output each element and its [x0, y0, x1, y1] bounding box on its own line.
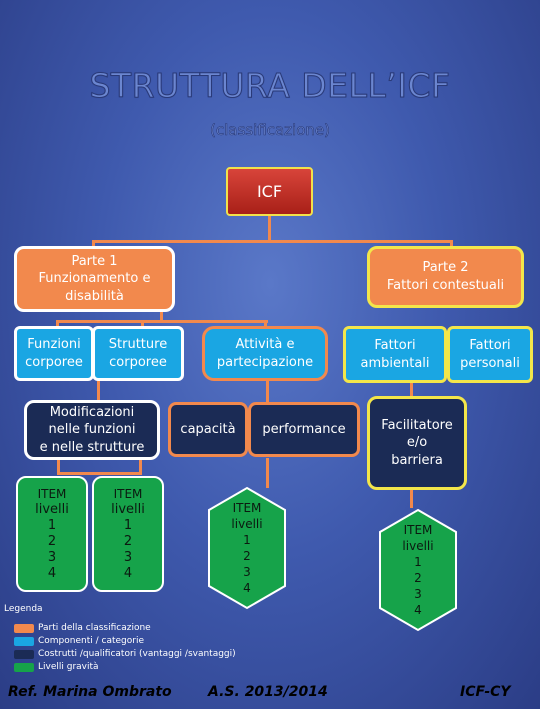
- part1-label: Parte 1 Funzionamento e disabilità: [38, 253, 151, 304]
- item-label: ITEM: [403, 523, 433, 537]
- strutture-corporee-label: Strutture corporee: [108, 336, 168, 370]
- item-label: ITEM: [113, 487, 143, 501]
- funzioni-corporee-box: Funzioni corporee: [14, 326, 94, 381]
- level-4: 4: [47, 566, 57, 581]
- fattori-ambientali-label: Fattori ambientali: [360, 337, 430, 371]
- part2-box: Parte 2 Fattori contestuali: [367, 246, 524, 308]
- modificazioni-label: Modificazioni nelle funzioni e nelle str…: [39, 404, 145, 455]
- level-1: 1: [243, 533, 251, 547]
- connector: [92, 240, 95, 248]
- level-4: 4: [243, 581, 251, 595]
- facilitatore-box: Facilitatore e/o barriera: [367, 396, 467, 490]
- legend-label: Parti della classificazione: [38, 623, 151, 633]
- modificazioni-box: Modificazioni nelle funzioni e nelle str…: [24, 400, 160, 460]
- legend-item: Componenti / categorie: [14, 635, 254, 648]
- connector: [266, 378, 269, 404]
- footer-year: A.S. 2013/2014: [208, 684, 328, 700]
- page-title: STRUTTURA DELL’ICF: [89, 66, 451, 106]
- livelli-label: livelli: [231, 517, 263, 531]
- item-hexagon-attivita-text: ITEM livelli 1 2 3 4: [207, 492, 287, 604]
- level-2: 2: [123, 534, 133, 549]
- connector: [160, 312, 163, 322]
- part2-label: Parte 2 Fattori contestuali: [386, 260, 505, 293]
- connector: [410, 490, 413, 508]
- level-3: 3: [414, 587, 422, 601]
- capacita-box: capacità: [168, 402, 248, 457]
- legend-swatch-green: [14, 663, 34, 672]
- livelli-label: livelli: [111, 502, 145, 517]
- connector: [450, 240, 453, 248]
- item-label: ITEM: [232, 501, 262, 515]
- item-label: ITEM: [37, 487, 67, 501]
- livelli-label: livelli: [402, 539, 434, 553]
- performance-box: performance: [248, 402, 360, 457]
- legend-swatch-blue: [14, 637, 34, 646]
- capacita-label: capacità: [180, 421, 236, 437]
- connector: [97, 381, 100, 402]
- page-subtitle: (classificazione): [210, 121, 331, 140]
- attivita-partecipazione-label: Attività e partecipazione: [216, 336, 314, 370]
- legend-swatch-navy: [14, 650, 34, 659]
- level-1: 1: [47, 518, 57, 533]
- level-1: 1: [414, 555, 422, 569]
- strutture-corporee-box: Strutture corporee: [92, 326, 184, 381]
- livelli-label: livelli: [35, 502, 69, 517]
- legend-title: Legenda: [4, 604, 43, 614]
- legend-label: Costrutti /qualificatori (vantaggi /svan…: [38, 649, 236, 659]
- item-hexagon-fattori-text: ITEM livelli 1 2 3 4: [378, 514, 458, 626]
- legend-item: Livelli gravità: [14, 661, 254, 674]
- footer-author: Ref. Marina Ombrato: [8, 684, 172, 700]
- legend-label: Componenti / categorie: [38, 636, 144, 646]
- connector: [264, 320, 267, 329]
- legend-label: Livelli gravità: [38, 662, 99, 672]
- connector: [92, 240, 452, 243]
- level-3: 3: [123, 550, 133, 565]
- connector: [57, 472, 142, 475]
- item-hexagon-attivita: [208, 486, 286, 610]
- connector: [56, 320, 268, 323]
- legend-swatch-orange: [14, 624, 34, 633]
- level-2: 2: [47, 534, 57, 549]
- level-4: 4: [123, 566, 133, 581]
- icf-root-box: ICF: [226, 167, 313, 216]
- connector: [56, 320, 59, 327]
- connector: [410, 383, 413, 397]
- attivita-partecipazione-box: Attività e partecipazione: [202, 326, 328, 381]
- connector: [266, 458, 269, 488]
- connector: [57, 460, 60, 474]
- fattori-personali-box: Fattori personali: [447, 326, 533, 383]
- connector: [139, 460, 142, 474]
- level-2: 2: [243, 549, 251, 563]
- item-box-strutture: ITEM livelli 1 2 3 4: [92, 476, 164, 592]
- connector: [141, 320, 144, 327]
- funzioni-corporee-label: Funzioni corporee: [25, 336, 83, 370]
- level-2: 2: [414, 571, 422, 585]
- facilitatore-label: Facilitatore e/o barriera: [381, 417, 453, 468]
- level-4: 4: [414, 603, 422, 617]
- fattori-personali-label: Fattori personali: [460, 337, 520, 371]
- level-3: 3: [47, 550, 57, 565]
- footer-tag: ICF-CY: [460, 684, 511, 700]
- legend-item: Costrutti /qualificatori (vantaggi /svan…: [14, 648, 254, 661]
- level-1: 1: [123, 518, 133, 533]
- item-hexagon-fattori: [379, 508, 457, 632]
- fattori-ambientali-box: Fattori ambientali: [343, 326, 447, 383]
- part1-box: Parte 1 Funzionamento e disabilità: [14, 246, 175, 312]
- performance-label: performance: [262, 421, 346, 437]
- legend-item: Parti della classificazione: [14, 622, 254, 635]
- legend: Parti della classificazione Componenti /…: [14, 622, 254, 674]
- connector: [268, 214, 271, 242]
- item-box-funzioni: ITEM livelli 1 2 3 4: [16, 476, 88, 592]
- level-3: 3: [243, 565, 251, 579]
